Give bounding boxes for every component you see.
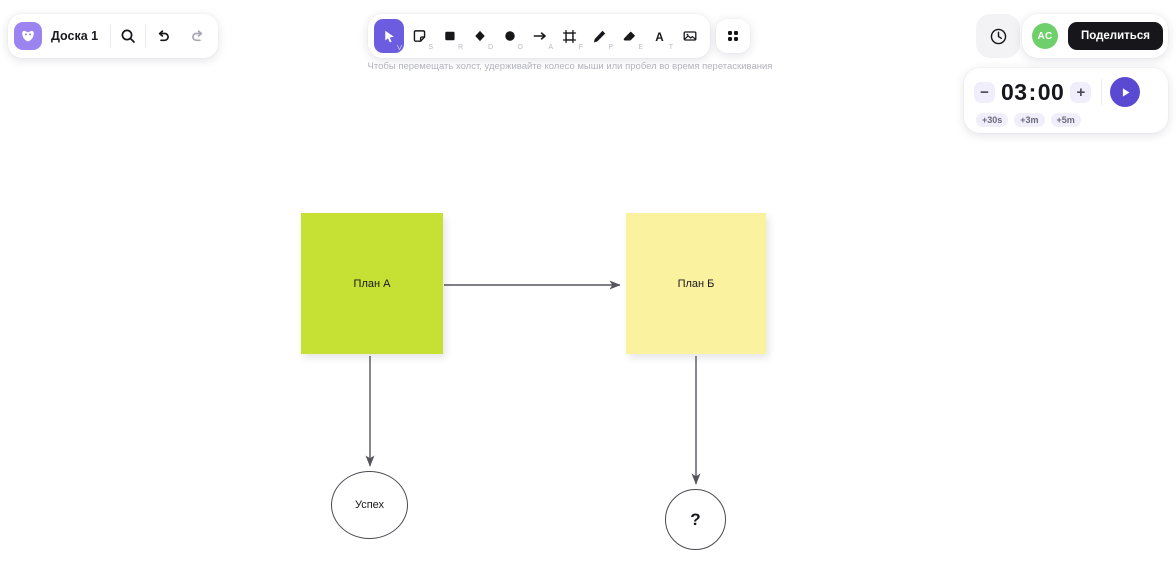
search-icon[interactable] <box>112 20 144 52</box>
rectangle-tool[interactable]: R <box>435 20 464 52</box>
timer-chip-30s[interactable]: +30s <box>976 113 1009 127</box>
divider <box>110 25 112 47</box>
pen-tool-shortcut: P <box>608 44 613 51</box>
ellipse-tool-shortcut: O <box>517 44 523 51</box>
sticky-note-tool[interactable]: S <box>405 20 434 52</box>
select-tool[interactable]: V <box>374 19 404 53</box>
circle-question-label: ? <box>690 509 701 529</box>
eraser-tool[interactable]: E <box>615 20 644 52</box>
timer-widget: − 03:00 + +30s +3m +5m <box>964 68 1168 133</box>
sticky-note-plan-a[interactable]: План А <box>301 213 443 354</box>
ellipse-tool[interactable]: O <box>495 20 524 52</box>
timer-value[interactable]: 03:00 <box>1001 79 1064 106</box>
timer-chip-3m[interactable]: +3m <box>1014 113 1045 127</box>
text-tool[interactable]: A T <box>645 20 674 52</box>
apps-grid-dots <box>727 30 739 42</box>
diamond-tool[interactable]: D <box>465 20 494 52</box>
apps-grid-icon[interactable] <box>716 19 750 53</box>
divider <box>145 25 147 47</box>
frame-tool-shortcut: F <box>578 44 583 51</box>
sticky-note-plan-b[interactable]: План Б <box>626 213 766 354</box>
circle-question[interactable]: ? <box>665 489 726 550</box>
timer-minutes: 03 <box>1001 78 1028 105</box>
pen-tool[interactable]: P <box>585 20 614 52</box>
timer-quick-add-chips: +30s +3m +5m <box>974 113 1158 127</box>
sticky-note-tool-shortcut: S <box>428 44 433 51</box>
image-tool[interactable] <box>675 20 704 52</box>
timer-seconds: 00 <box>1037 78 1065 105</box>
board-title[interactable]: Доска 1 <box>51 29 99 43</box>
text-tool-shortcut: T <box>668 44 673 51</box>
avatar[interactable]: AC <box>1031 23 1058 49</box>
timer-colon: : <box>1028 78 1037 105</box>
redo-icon[interactable] <box>181 20 213 52</box>
svg-text:A: A <box>655 30 664 43</box>
arrow-tool-shortcut: A <box>548 44 553 51</box>
diamond-tool-shortcut: D <box>487 44 493 51</box>
share-card: AC Поделиться <box>1021 14 1168 58</box>
frame-tool[interactable]: F <box>555 20 584 52</box>
board-bar: Доска 1 <box>8 14 219 58</box>
clock-history-icon[interactable] <box>976 14 1020 58</box>
timer-decrease-button[interactable]: − <box>974 81 995 103</box>
share-button[interactable]: Поделиться <box>1067 22 1163 50</box>
eraser-tool-shortcut: E <box>638 44 643 51</box>
canvas-pan-hint: Чтобы перемещать холст, удерживайте коле… <box>367 61 773 72</box>
arrow-tool[interactable]: A <box>525 20 554 52</box>
timer-chip-5m[interactable]: +5m <box>1050 113 1081 127</box>
timer-increase-button[interactable]: + <box>1070 81 1092 103</box>
sticky-note-plan-a-label: План А <box>353 277 391 290</box>
circle-success-label: Успех <box>354 499 385 511</box>
divider <box>1101 79 1103 105</box>
timer-play-button[interactable] <box>1110 77 1141 107</box>
select-tool-shortcut: V <box>396 42 402 52</box>
board-logo-icon[interactable] <box>14 22 42 50</box>
circle-success[interactable]: Успех <box>331 471 408 539</box>
undo-icon[interactable] <box>147 20 179 52</box>
sticky-note-plan-b-label: План Б <box>677 277 715 290</box>
tool-toolbar: V S R D O <box>368 14 710 58</box>
toolbar-wrap: V S R D O <box>368 14 750 58</box>
rectangle-tool-shortcut: R <box>457 44 463 51</box>
timer-row: − 03:00 + <box>974 76 1158 108</box>
